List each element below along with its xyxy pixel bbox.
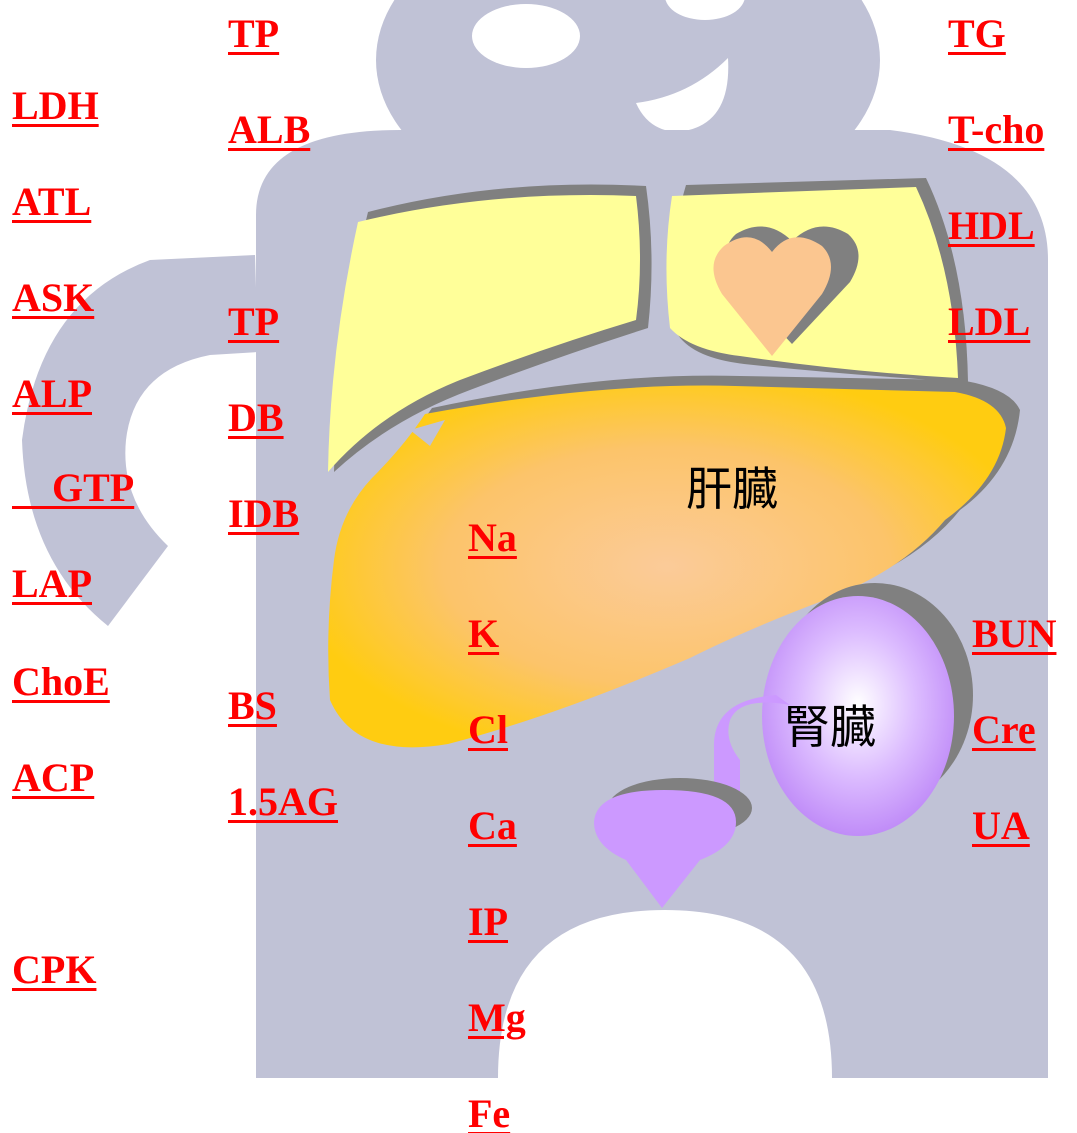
link-lap[interactable]: LAP [12, 561, 92, 606]
bladder-organ [594, 778, 752, 908]
liver-label: 肝臓 [686, 462, 778, 516]
link-db[interactable]: DB [228, 395, 284, 440]
kidney-organ [713, 583, 973, 836]
link-mg[interactable]: Mg [468, 995, 526, 1040]
heart-organ [713, 226, 859, 356]
link-na[interactable]: Na [468, 515, 517, 560]
link-ca[interactable]: Ca [468, 803, 517, 848]
liver-organ [328, 375, 1020, 748]
link-cre[interactable]: Cre [972, 707, 1036, 752]
lung-left [328, 195, 640, 473]
link-tcho[interactable]: T-cho [948, 107, 1045, 152]
link-atl[interactable]: ATL [12, 179, 92, 224]
link-cl[interactable]: Cl [468, 707, 508, 752]
link-k[interactable]: K [468, 611, 500, 656]
eye-left [472, 4, 580, 68]
link-ua[interactable]: UA [972, 803, 1030, 848]
link-cpk[interactable]: CPK [12, 947, 97, 992]
eye-right [665, 0, 745, 20]
link-ldl[interactable]: LDL [948, 299, 1031, 344]
link-tp-protein[interactable]: TP [228, 11, 280, 56]
link-alb[interactable]: ALB [228, 107, 311, 152]
link-choe[interactable]: ChoE [12, 659, 110, 704]
link-bs[interactable]: BS [228, 683, 277, 728]
link-ip[interactable]: IP [468, 899, 508, 944]
kidney-label: 腎臓 [784, 700, 876, 754]
link-ask[interactable]: ASK [12, 275, 95, 320]
link-acp[interactable]: ACP [12, 755, 95, 800]
link-tg[interactable]: TG [948, 11, 1006, 56]
link-idb[interactable]: IDB [228, 491, 300, 536]
link-ldh[interactable]: LDH [12, 83, 99, 128]
link-hdl[interactable]: HDL [948, 203, 1035, 248]
link-15ag[interactable]: 1.5AG [228, 779, 338, 824]
link-alp[interactable]: ALP [12, 371, 92, 416]
link-bun[interactable]: BUN [972, 611, 1057, 656]
arm [22, 255, 258, 626]
link-gtp[interactable]: GTP [12, 465, 135, 510]
mouth [636, 58, 729, 132]
link-fe[interactable]: Fe [468, 1091, 511, 1133]
ureter [713, 695, 790, 792]
link-tp-bilirubin[interactable]: TP [228, 299, 280, 344]
